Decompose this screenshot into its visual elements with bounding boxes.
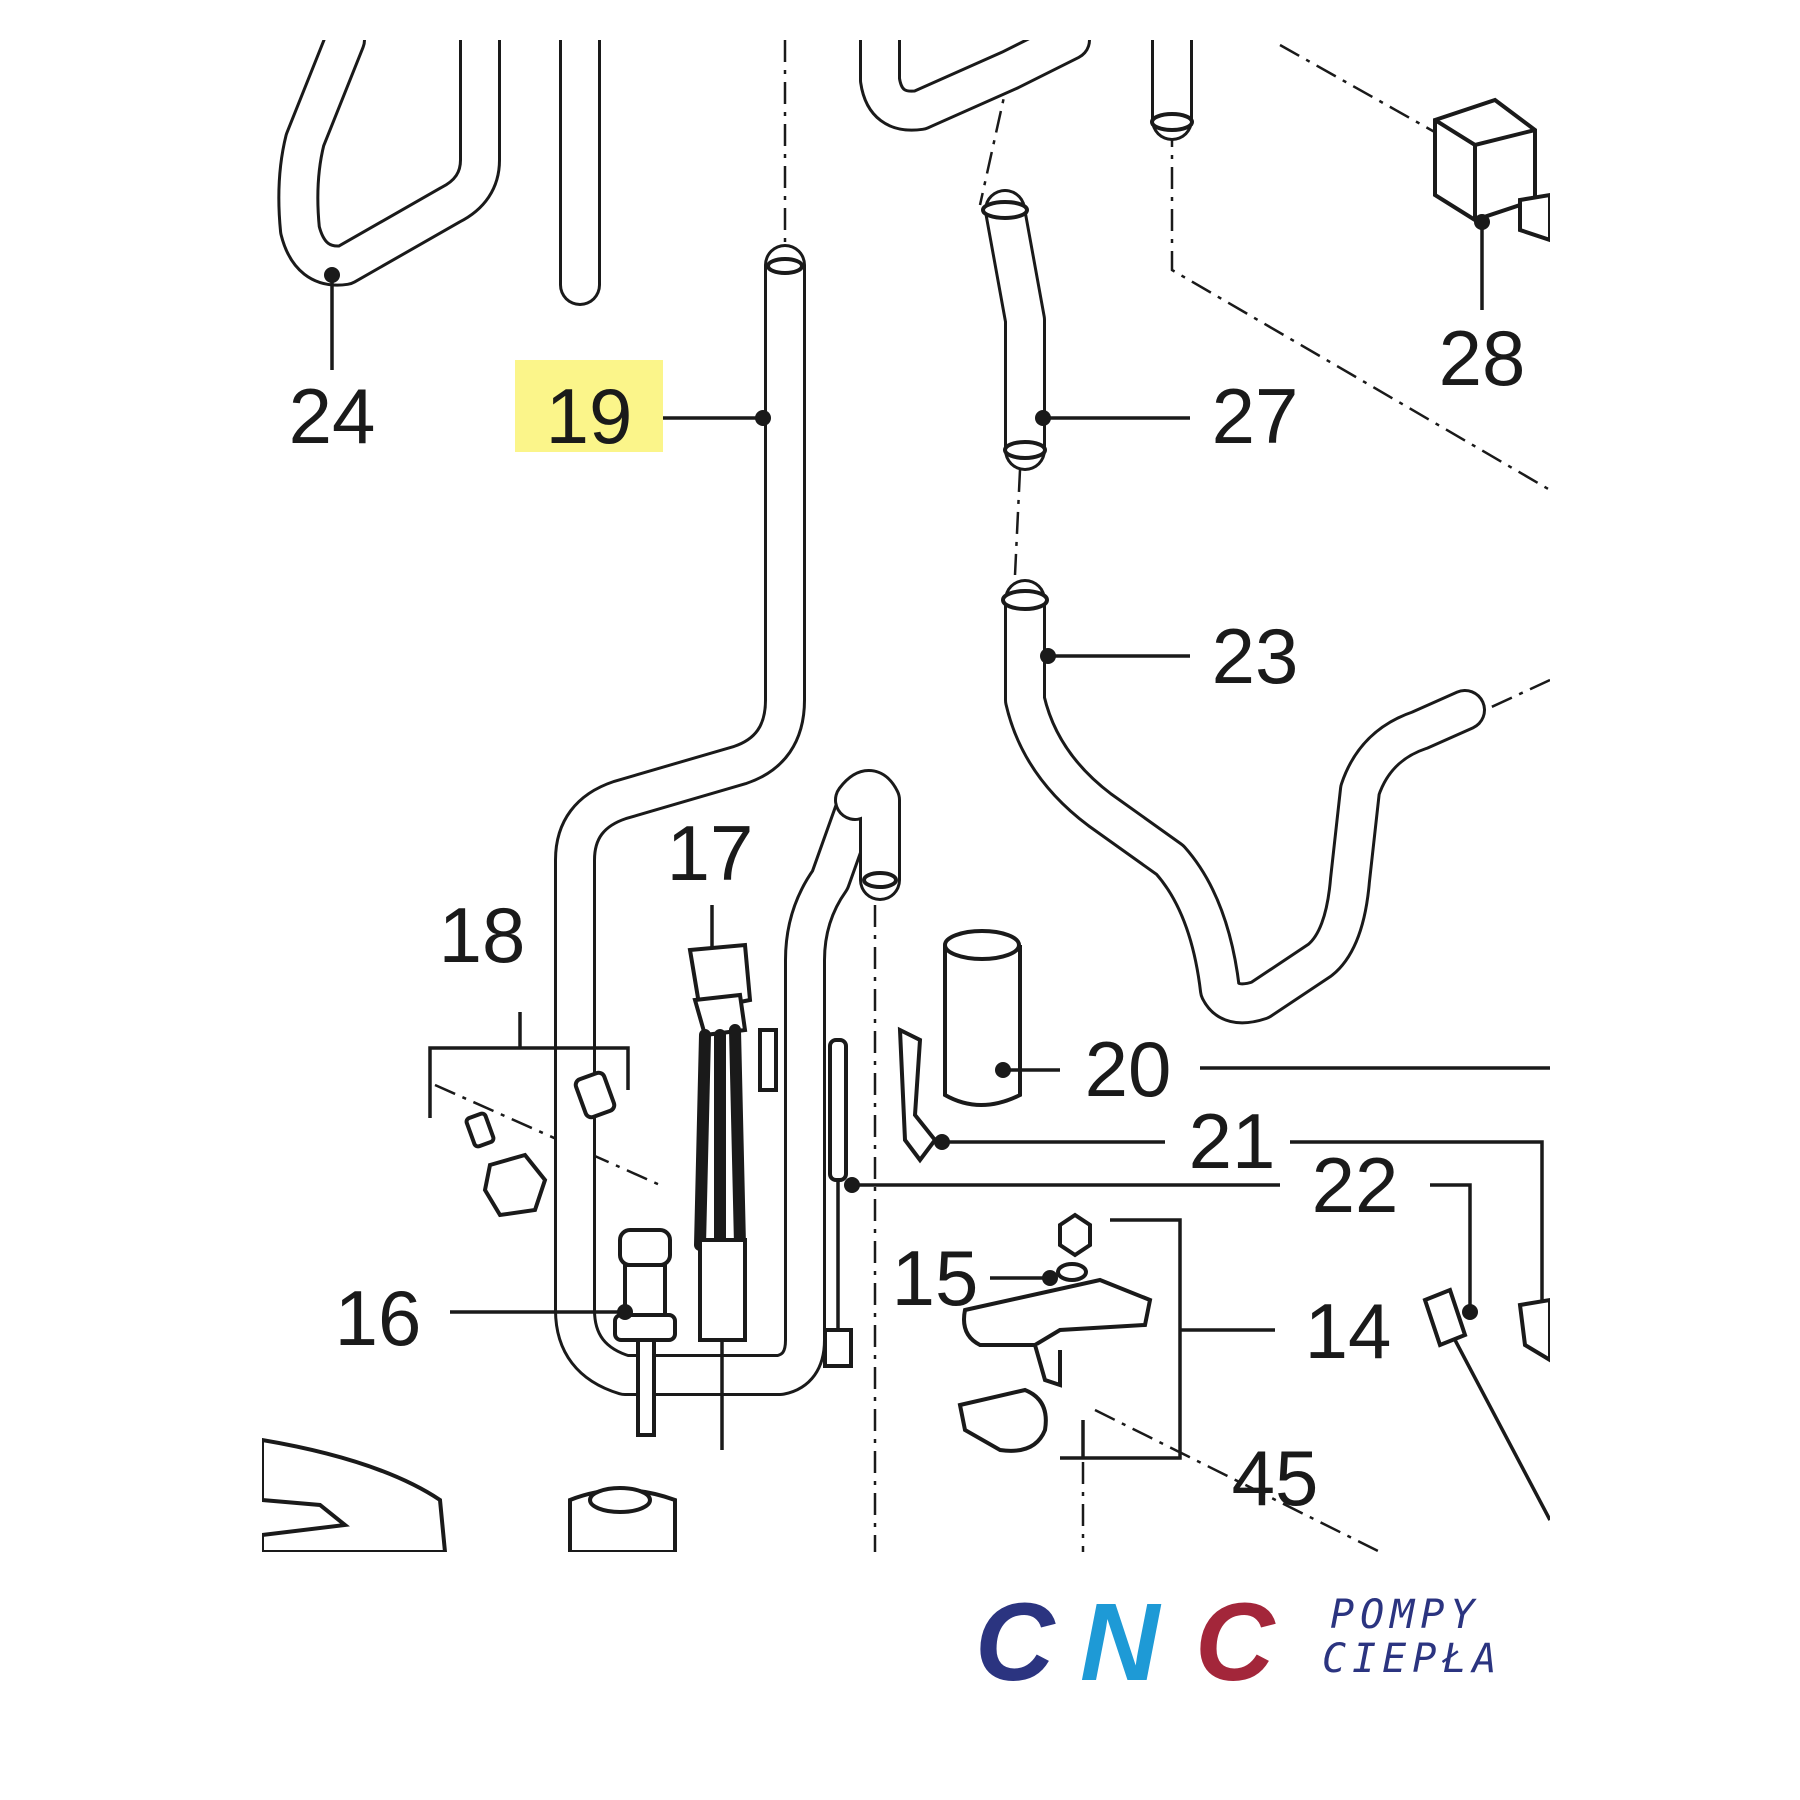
clip-21 xyxy=(897,1026,938,1164)
logo-line2: CIEPŁA xyxy=(1322,1636,1503,1682)
exploded-view xyxy=(262,40,1550,1552)
label-20: 20 xyxy=(1085,1025,1172,1113)
label-28: 28 xyxy=(1439,314,1526,402)
label-17: 17 xyxy=(667,809,754,897)
pipe-27 xyxy=(981,189,1047,471)
logo-n: N xyxy=(1080,1581,1162,1704)
logo-c1: C xyxy=(975,1581,1056,1704)
coil-28 xyxy=(1433,97,1550,243)
label-23: 23 xyxy=(1212,612,1299,700)
pipe-23 xyxy=(1001,579,1486,1025)
cnc-logo: C N C POMPY CIEPŁA xyxy=(975,1581,1503,1704)
pipe-19 xyxy=(554,244,901,1396)
pipe-top-center xyxy=(859,40,1091,132)
label-27: 27 xyxy=(1212,372,1299,460)
label-22: 22 xyxy=(1312,1141,1399,1229)
probe-bottom-right xyxy=(1422,1287,1550,1521)
sensor-16 xyxy=(613,1228,677,1437)
label-45: 45 xyxy=(1232,1434,1319,1522)
logo-c2: C xyxy=(1195,1581,1276,1704)
leaders xyxy=(324,214,1550,1460)
label-14: 14 xyxy=(1305,1287,1392,1375)
label-24: 24 xyxy=(289,372,376,460)
sleeve-20 xyxy=(943,929,1022,1107)
label-16: 16 xyxy=(335,1274,422,1362)
logo-line1: POMPY xyxy=(1330,1592,1480,1638)
valve-18 xyxy=(464,1070,617,1218)
highlight-19 xyxy=(515,360,663,452)
bottom-left-components xyxy=(262,1437,677,1552)
tube-top-right xyxy=(1150,40,1194,141)
part-labels: 24 19 27 28 23 17 18 20 21 22 15 16 14 4… xyxy=(289,314,1526,1522)
bracket-14 xyxy=(957,1212,1153,1453)
label-15: 15 xyxy=(892,1234,979,1322)
connector-17 xyxy=(687,942,753,1450)
sensor-22 xyxy=(758,1028,853,1368)
pipe-24 xyxy=(277,40,501,287)
label-21: 21 xyxy=(1189,1097,1276,1185)
label-18: 18 xyxy=(439,891,526,979)
label-19: 19 xyxy=(546,372,633,460)
